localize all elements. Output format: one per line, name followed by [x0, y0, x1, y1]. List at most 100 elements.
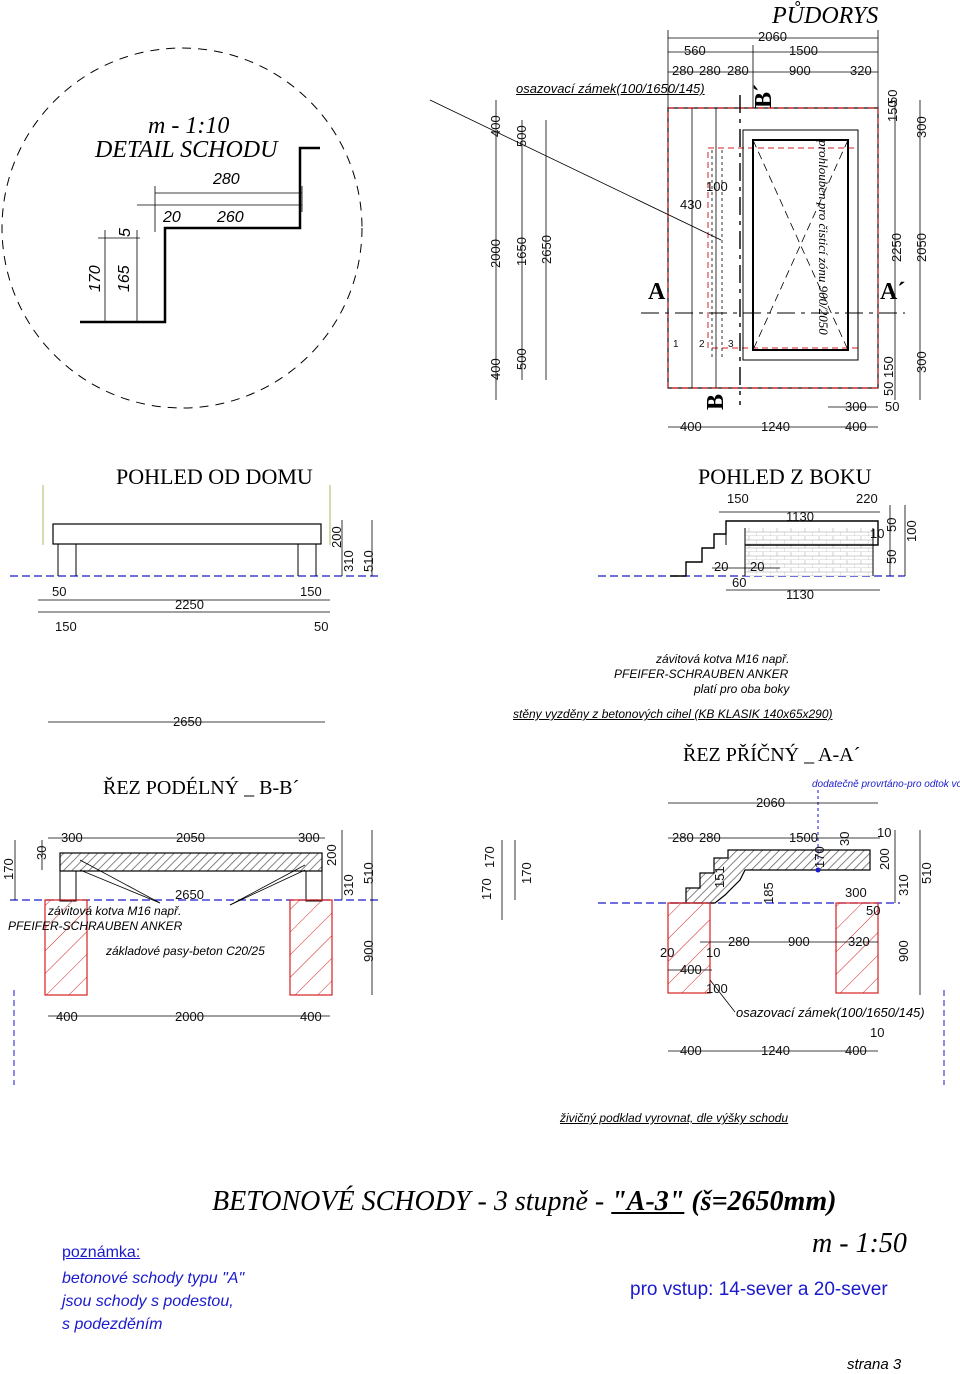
dom-dim: 310 [341, 550, 356, 572]
bb-dim: 2650 [173, 714, 202, 729]
bb-dim: 900 [361, 940, 376, 962]
detail-scale: m - 1:10 [148, 113, 230, 139]
detail-dim-280: 280 [213, 171, 240, 188]
pud-dim-top: 900 [789, 63, 811, 78]
page-number: strana 3 [847, 1356, 902, 1373]
pud-dim-left: 400 [488, 115, 503, 137]
detail-dim-170: 170 [87, 265, 104, 292]
pud-dim-left: 400 [488, 358, 503, 380]
aa-dim: 300 [845, 885, 867, 900]
pud-dim-inner: 100 [706, 179, 728, 194]
main-scale: m - 1:50 [812, 1228, 907, 1259]
main-title-c: (š=2650mm) [684, 1186, 837, 1217]
aa-dim: 10 [706, 945, 721, 960]
aa-dim: 310 [896, 874, 911, 896]
rez-pricny-a-a [598, 790, 921, 1052]
pud-dim-right: 150 [881, 356, 896, 378]
pohled-z-boku [598, 505, 906, 591]
aa-dim: 200 [877, 848, 892, 870]
aa-dim: 280 [699, 830, 721, 845]
foundation-note: základové pasy-beton C20/25 [106, 944, 265, 958]
main-title: BETONOVÉ SCHODY - 3 stupně - "A-3" (š=26… [212, 1188, 836, 1216]
aa-dim: 10 [877, 825, 892, 840]
bb-dim: 400 [300, 1009, 322, 1024]
aa-dim: 400 [845, 1043, 867, 1058]
rez-bb-title: ŘEZ PODÉLNÝ _ B-B´ [103, 777, 300, 799]
pud-dim-left: 1650 [514, 237, 529, 266]
note-line-3: s podezděním [62, 1316, 163, 1333]
pohled-dom-title: POHLED OD DOMU [116, 464, 313, 489]
aa-dim: 170 [519, 862, 534, 884]
walls-note: stěny vyzděny z betonových cihel (KB KLA… [513, 707, 833, 721]
pud-dim-top: 560 [684, 43, 706, 58]
main-title-b: "A-3" [611, 1186, 685, 1217]
pud-dim-top: 320 [850, 63, 872, 78]
aa-dim: 100 [706, 981, 728, 996]
bitumen-note: živičný podklad vyrovnat, dle výšky scho… [560, 1111, 789, 1125]
entrance-note: pro vstup: 14-sever a 20-sever [630, 1279, 888, 1300]
pud-dim-top: 280 [727, 63, 749, 78]
aa-dim: 50 [866, 903, 881, 918]
aa-dim: 900 [896, 940, 911, 962]
anchor-note-3: platí pro oba boky [694, 682, 790, 696]
bb-dim: 2650 [175, 887, 204, 902]
pudorys-title: PŮDORYS [772, 3, 879, 29]
aa-dim: 1500 [789, 830, 818, 845]
bb-anchor-note: závitová kotva M16 např. [48, 904, 182, 918]
bok-dim: 20 [750, 559, 765, 574]
drain-note: dodatečně provrtáno-pro odtok vody [812, 779, 960, 790]
anchor-note-2: PFEIFER-SCHRAUBEN ANKER [614, 667, 789, 681]
pud-dim-bottom: 50 [885, 399, 900, 414]
aa-dim: 151 [712, 866, 727, 888]
dom-dim: 2250 [175, 597, 204, 612]
step-number: 1 [673, 339, 679, 350]
bok-dim: 1130 [786, 509, 814, 524]
pud-dim-right: 2250 [889, 233, 904, 262]
aa-dim: 400 [680, 1043, 702, 1058]
bb-dim: 300 [61, 830, 83, 845]
aa-dim: 185 [761, 882, 776, 904]
aa-dim: 1240 [761, 1043, 790, 1058]
pudorys-plan [429, 30, 921, 428]
main-title-a: BETONOVÉ SCHODY - 3 stupně - [212, 1186, 612, 1217]
detail-dim-5: 5 [117, 228, 134, 237]
pudorys-recess-note: prohlouben pro čisticí zónu 900/2050 [816, 140, 831, 335]
pud-dim-left: 2000 [488, 239, 503, 268]
bb-dim: 510 [361, 862, 376, 884]
pud-dim-left: 2650 [539, 235, 554, 264]
bok-dim: 1130 [786, 587, 814, 602]
aa-dim: 510 [919, 862, 934, 884]
pud-dim-bottom: 400 [845, 419, 867, 434]
bok-dim: 150 [727, 491, 749, 506]
dom-dim: 200 [329, 526, 344, 548]
rez-podelny-b-b [10, 721, 516, 1017]
section-b-label: B [703, 393, 729, 410]
aa-dim: 170 [479, 878, 494, 900]
aa-lock-note: osazovací zámek(100/1650/145) [736, 1005, 925, 1020]
pud-dim-inner: 430 [680, 197, 702, 212]
aa-dim: 170 [482, 846, 497, 868]
pud-dim-right: 300 [914, 116, 929, 138]
pohled-od-domu [10, 485, 380, 613]
aa-dim: 20 [660, 945, 675, 960]
bb-dim: 310 [341, 874, 356, 896]
pud-dim-left: 500 [514, 348, 529, 370]
dom-dim: 50 [52, 584, 67, 599]
section-a2-label: A´ [880, 279, 906, 305]
bok-dim: 220 [856, 491, 878, 506]
step-number: 3 [728, 339, 734, 350]
pud-dim-top: 1500 [789, 43, 818, 58]
dom-dim: 510 [361, 550, 376, 572]
detail-schodu [1, 47, 363, 409]
aa-dim: 900 [788, 934, 810, 949]
aa-dim: 280 [672, 830, 694, 845]
aa-dim: 400 [680, 962, 702, 977]
dom-dim: 150 [55, 619, 77, 634]
dom-dim: 50 [314, 619, 329, 634]
pud-dim-right: 50 [885, 89, 900, 104]
pohled-bok-title: POHLED Z BOKU [698, 464, 872, 489]
pud-dim-right: 50 [881, 381, 896, 396]
bb-dim: 2050 [176, 830, 205, 845]
bok-dim: 100 [904, 520, 919, 542]
bok-dim: 10 [870, 526, 885, 541]
